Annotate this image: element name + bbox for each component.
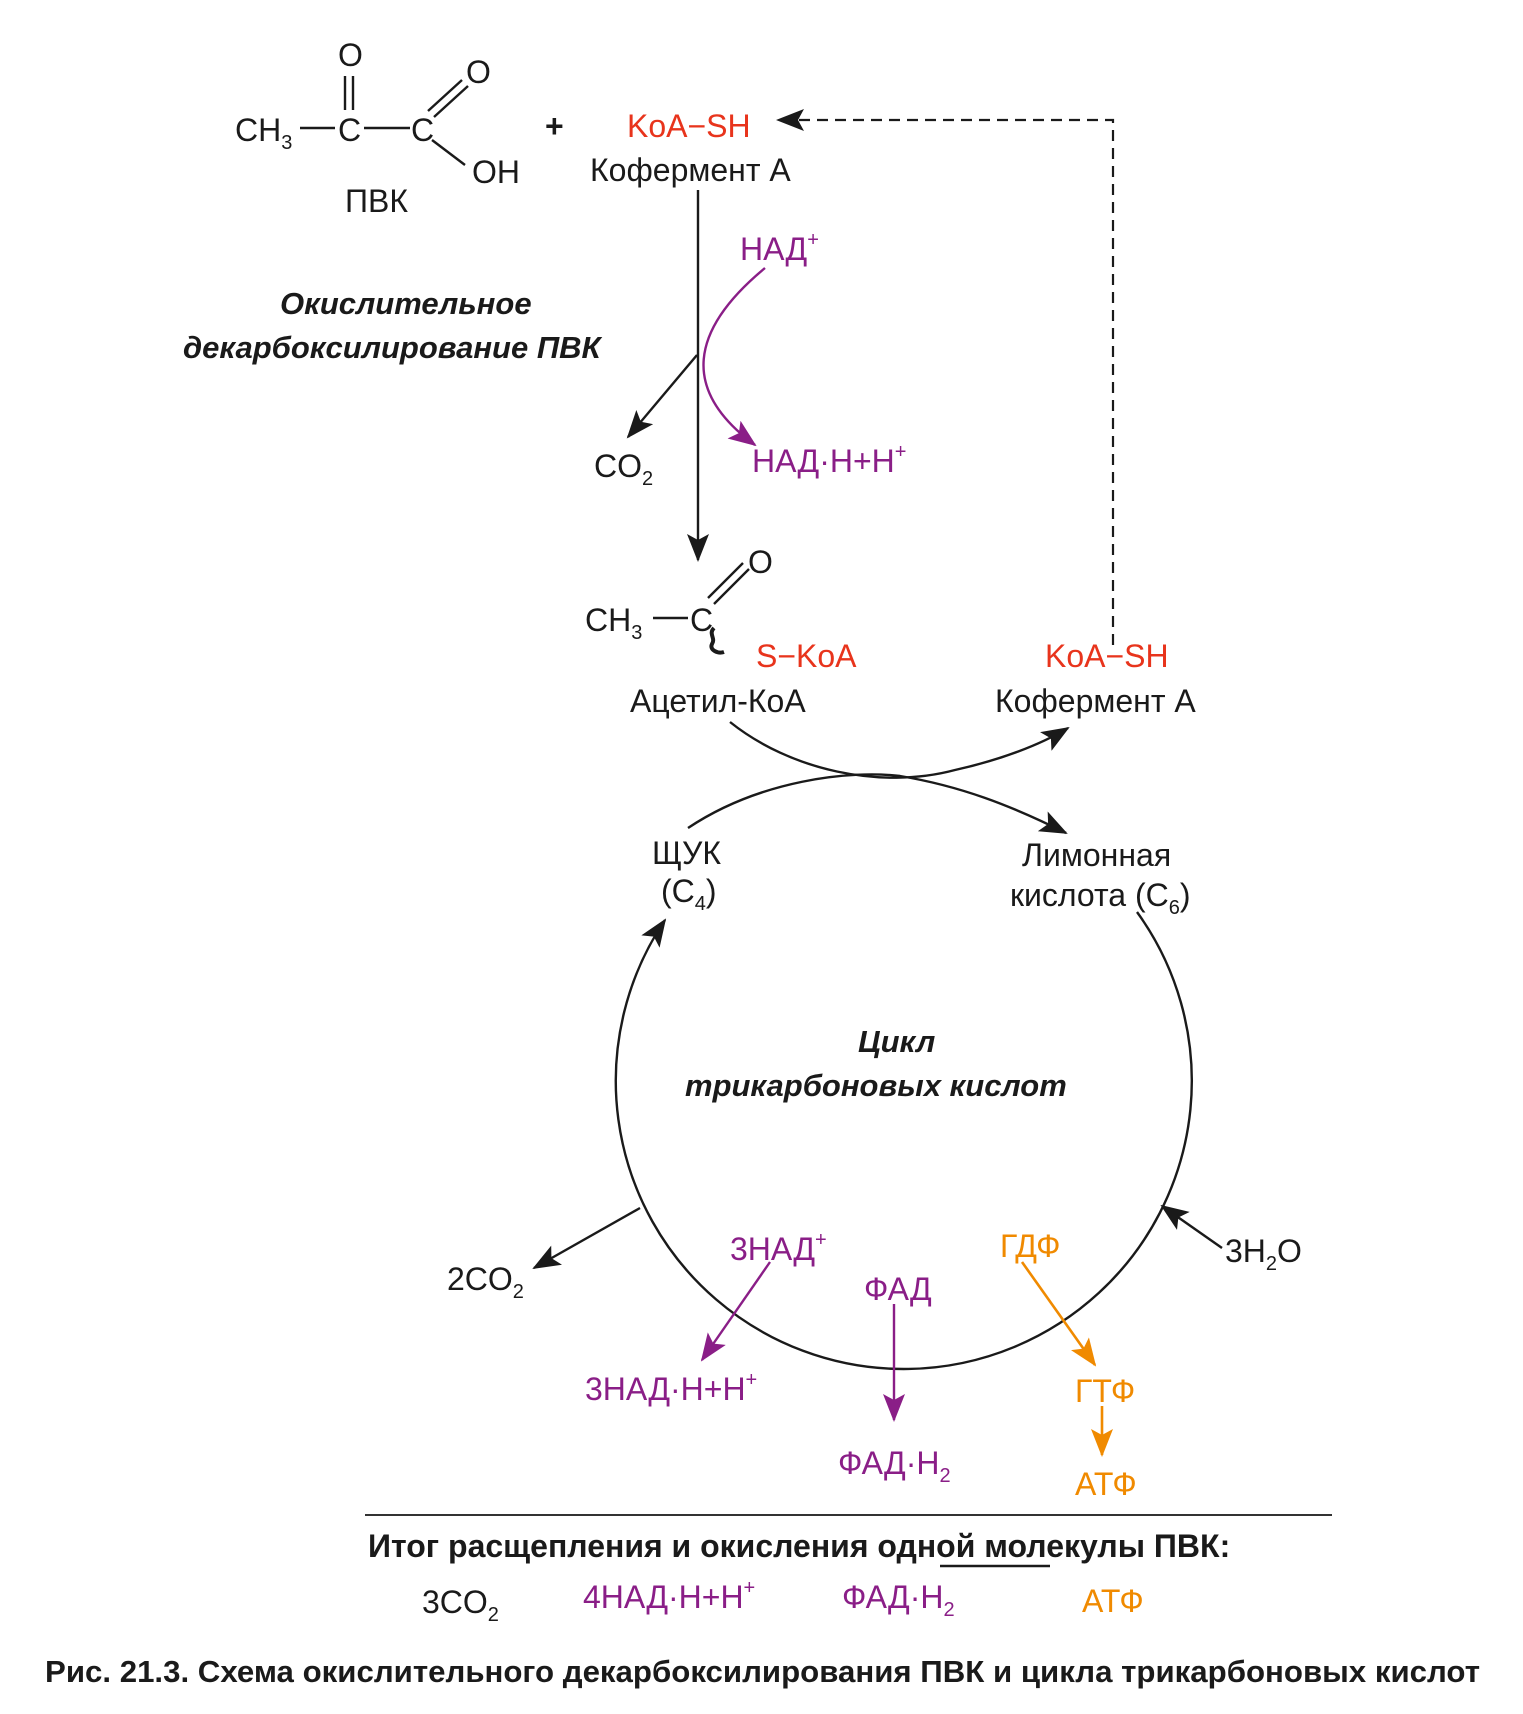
- coenzyme-a-formula-top: KoA−SH: [627, 108, 751, 144]
- water-label: 3H2O: [1225, 1233, 1302, 1275]
- fad-label: ФАД: [864, 1271, 932, 1307]
- summary-title: Итог расщепления и окисления одной молек…: [368, 1528, 1230, 1564]
- acetyl-coa-structure: CH3 C O S−KoA Ацетил-КоА: [585, 544, 857, 719]
- pyruvate-c1: C: [338, 112, 361, 148]
- cycle-title-line2: трикарбоновых кислот: [685, 1068, 1067, 1103]
- citrate-label-line1: Лимонная: [1022, 837, 1171, 873]
- fadh2-label: ФАД·Н2: [838, 1445, 951, 1487]
- nad-plus-cycle: 3НАД+: [730, 1229, 827, 1267]
- nad-reduction-arrow: [702, 267, 766, 447]
- oaa-formula: (C4): [661, 873, 717, 915]
- figure-caption: Рис. 21.3. Схема окислительного декарбок…: [45, 1654, 1480, 1689]
- pyruvate-ch3: CH3: [235, 112, 292, 154]
- nad-plus-top: НАД+: [740, 229, 819, 267]
- decarboxylation-title-line1: Окислительное: [280, 286, 532, 321]
- tca-cycle-circle-arrow: [614, 911, 1193, 1371]
- citrate-label-line2: кислота (C6): [1010, 877, 1191, 919]
- bond-c2-oh: [431, 139, 466, 166]
- summary-item-fadh2: ФАД·Н2: [842, 1579, 955, 1621]
- gtp-label: ГТФ: [1075, 1373, 1135, 1409]
- nad-reduction-arrow-cycle: [700, 1261, 771, 1362]
- pyruvate-o1: O: [338, 37, 363, 73]
- coenzyme-a-formula-mid: KoA−SH: [1045, 638, 1169, 674]
- gdp-to-gtp-arrow: [1020, 1261, 1097, 1367]
- summary-item-atp: АТФ: [1082, 1583, 1144, 1619]
- coa-recycle-dashed-arrow: [776, 109, 1115, 645]
- acetyl-ch3: CH3: [585, 602, 642, 644]
- double-bond-c2-o2-b: [433, 85, 469, 118]
- co2-release-arrow-cycle: [532, 1206, 641, 1270]
- pyruvate-oh: OH: [472, 154, 520, 190]
- gdp-label: ГДФ: [1000, 1228, 1060, 1264]
- pyruvate-structure: CH3 C O C O OH ПВК: [235, 37, 520, 219]
- summary-item-nadh: 4НАД·Н+Н+: [583, 1577, 755, 1615]
- summary-title-underlined: одной: [877, 1528, 975, 1564]
- oaa-label: ЩУК: [652, 835, 721, 871]
- double-bond-c2-o2-a: [427, 79, 463, 112]
- acetyl-s-koa: S−KoA: [756, 638, 857, 674]
- summary-item-co2: 3CO2: [422, 1584, 499, 1626]
- water-input-arrow: [1160, 1204, 1223, 1249]
- pyruvate-o2: O: [466, 54, 491, 90]
- pyruvate-label: ПВК: [345, 183, 408, 219]
- double-bond-c-o-a: [707, 562, 744, 599]
- oaa-to-citrate-arrow: [687, 773, 1068, 835]
- cycle-title-line1: Цикл: [858, 1024, 935, 1059]
- coenzyme-a-label-top: Кофермент А: [590, 152, 791, 188]
- co2-cycle: 2CO2: [447, 1261, 524, 1303]
- acetyl-coa-label: Ацетил-КоА: [630, 683, 806, 719]
- co2-top: CO2: [594, 448, 653, 490]
- coenzyme-a-label-mid: Кофермент А: [995, 683, 1196, 719]
- pyruvate-c2: C: [411, 112, 434, 148]
- nadh-cycle: 3НАД·Н+Н+: [585, 1369, 757, 1407]
- thioester-bond-wavy: [709, 626, 725, 655]
- double-bond-c-o-b: [713, 568, 750, 605]
- co2-release-arrow-top: [626, 354, 698, 439]
- atp-label: АТФ: [1075, 1466, 1137, 1502]
- nadh-top: НАД·Н+Н+: [752, 441, 906, 479]
- plus-sign: +: [545, 108, 564, 144]
- acetyl-c: C: [690, 602, 713, 638]
- acetyl-o: O: [748, 544, 773, 580]
- acetyl-to-coa-arrow: [729, 721, 1070, 779]
- decarboxylation-title-line2: декарбоксилирование ПВК: [183, 330, 603, 365]
